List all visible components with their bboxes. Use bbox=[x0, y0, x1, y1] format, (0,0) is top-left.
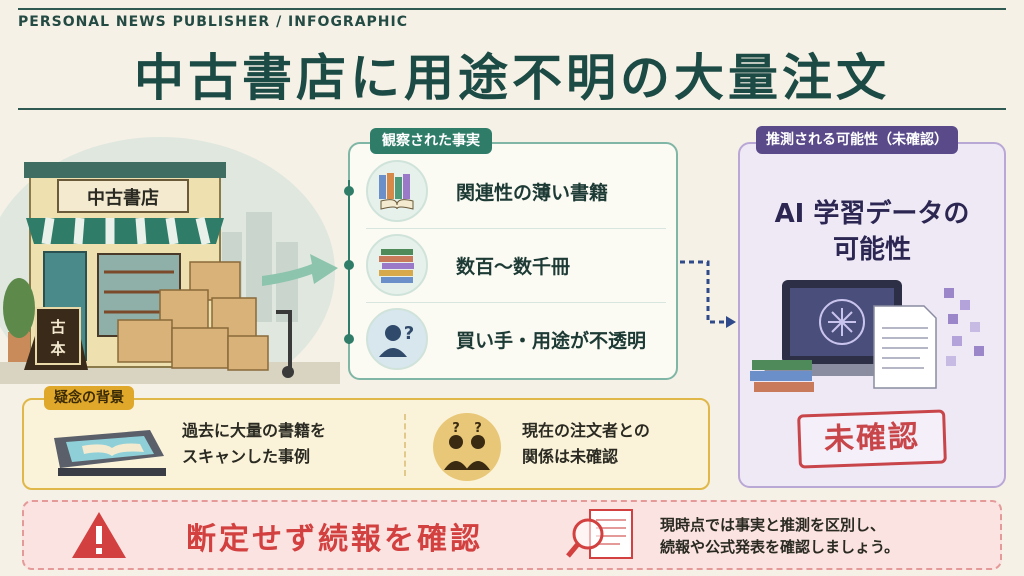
fact-divider bbox=[366, 228, 666, 229]
background-text-line: 現在の注文者との bbox=[522, 421, 650, 440]
fact-item: 関連性の薄い書籍 bbox=[366, 160, 666, 222]
book-stack-icon bbox=[366, 234, 428, 296]
magnifier-document-icon bbox=[566, 509, 633, 559]
observed-facts-label: 観察された事実 bbox=[370, 128, 492, 154]
flow-arrow-icon bbox=[262, 254, 338, 286]
svg-text:?: ? bbox=[404, 323, 414, 344]
dashed-connector-icon bbox=[680, 260, 736, 328]
bookstore-illustration: 中古書店 古 本 bbox=[0, 137, 340, 384]
two-people-question-icon: ? ? bbox=[433, 413, 501, 481]
speculation-title: AI 学習データの 可能性 bbox=[738, 196, 1006, 268]
timeline-dot bbox=[344, 334, 354, 344]
svg-text:?: ? bbox=[452, 421, 460, 436]
unknown-person-icon: ? bbox=[366, 308, 428, 370]
store-sign: 中古書店 bbox=[87, 187, 159, 209]
svg-text:?: ? bbox=[474, 421, 482, 436]
standing-sign: 古 本 bbox=[50, 318, 65, 358]
background-relation-text: 現在の注文者との 関係は未確認 bbox=[522, 418, 650, 470]
warning-note-line: 続報や公式発表を確認しましょう。 bbox=[660, 538, 900, 556]
background-case-text: 過去に大量の書籍を スキャンした事例 bbox=[182, 418, 326, 470]
svg-text:本: 本 bbox=[50, 340, 65, 358]
speculation-label: 推測される可能性（未確認） bbox=[756, 126, 958, 154]
background-divider bbox=[404, 414, 406, 476]
unconfirmed-stamp: 未確認 bbox=[797, 409, 947, 469]
fact-text: 数百〜数千冊 bbox=[456, 255, 571, 278]
svg-text:古: 古 bbox=[50, 318, 65, 336]
speculation-title-line: 可能性 bbox=[832, 235, 911, 265]
fact-divider bbox=[366, 302, 666, 303]
cardboard-boxes bbox=[117, 261, 269, 371]
fact-item: ? 買い手・用途が不透明 bbox=[366, 308, 666, 370]
warning-note-line: 現時点では事実と推測を区別し、 bbox=[660, 516, 886, 534]
warning-headline: 断定せず続報を確認 bbox=[186, 522, 483, 557]
kicker: PERSONAL NEWS PUBLISHER / INFOGRAPHIC bbox=[18, 14, 409, 30]
fact-item: 数百〜数千冊 bbox=[366, 234, 666, 296]
background-label: 疑念の背景 bbox=[44, 386, 134, 410]
timeline-dot bbox=[344, 186, 354, 196]
warning-icon bbox=[72, 512, 126, 558]
scanner-icon bbox=[54, 430, 166, 476]
timeline-dot bbox=[344, 260, 354, 270]
warning-note: 現時点では事実と推測を区別し、 続報や公式発表を確認しましょう。 bbox=[660, 514, 899, 558]
svg-text:中古書店: 中古書店 bbox=[87, 187, 159, 209]
books-icon bbox=[366, 160, 428, 222]
fact-text: 買い手・用途が不透明 bbox=[456, 329, 647, 352]
page-title: 中古書店に用途不明の大量注文 bbox=[134, 49, 890, 107]
speculation-title-line: AI 学習データの bbox=[774, 199, 970, 229]
title-divider bbox=[18, 108, 1006, 110]
top-divider bbox=[18, 8, 1006, 10]
background-text-line: スキャンした事例 bbox=[182, 447, 311, 466]
fact-text: 関連性の薄い書籍 bbox=[456, 181, 609, 204]
background-text-line: 関係は未確認 bbox=[522, 447, 619, 466]
awning bbox=[26, 216, 224, 246]
warning-banner bbox=[22, 500, 1002, 570]
laptop-ai-icon bbox=[750, 280, 984, 392]
background-text-line: 過去に大量の書籍を bbox=[182, 421, 327, 440]
